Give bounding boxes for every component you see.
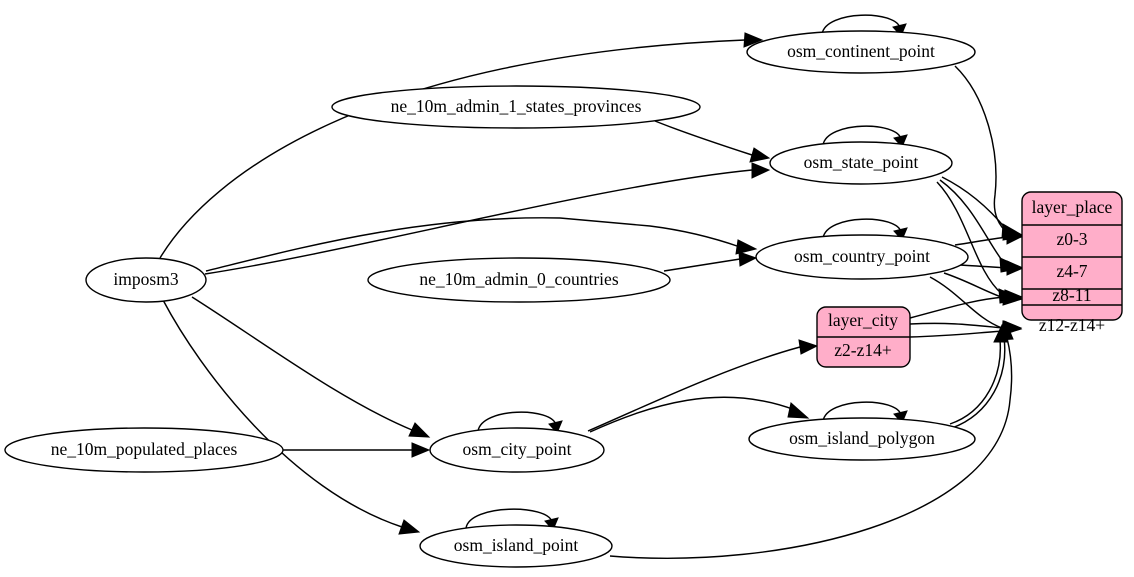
edge-imposm3-to-osm-island-point	[162, 299, 421, 535]
edge-imposm3-to-osm-country-point	[205, 217, 758, 272]
edge-osm-country-point-to-layer-place-z0-3	[954, 229, 1025, 246]
edge-osm-island-point-to-layer-place-z12-z14	[609, 320, 1014, 559]
record-row-layer-city-title: layer_city	[828, 310, 898, 330]
edge-layer	[159, 14, 1025, 559]
record-row-layer-place-z8-11: z8-11	[1052, 285, 1091, 305]
node-ne-10m-populated-places[interactable]: ne_10m_populated_places	[4, 427, 284, 473]
node-label-osm-continent-point: osm_continent_point	[787, 41, 935, 61]
record-node-layer-city[interactable]: layer_city z2-z14+	[816, 306, 911, 368]
edge-imposm3-to-osm-state-point	[204, 162, 771, 275]
node-label-ne-states: ne_10m_admin_1_states_provinces	[391, 96, 642, 116]
node-label-osm-city-point: osm_city_point	[463, 439, 572, 459]
node-osm-city-point[interactable]: osm_city_point	[429, 427, 605, 473]
node-osm-state-point[interactable]: osm_state_point	[769, 141, 953, 185]
record-row-layer-place-z12-z14: z12-z14+	[1039, 315, 1105, 335]
record-row-layer-place-z0-3: z0-3	[1056, 229, 1087, 249]
edge-self-loop-osm-city-point	[477, 411, 563, 434]
edge-osm-city-point-to-osm-island-polygon	[589, 396, 810, 433]
edge-osm-city-point-to-layer-city-z2-z14	[587, 339, 819, 432]
edge-osm-island-polygon-secondary-connector	[951, 337, 1006, 429]
record-node-layer-place[interactable]: layer_place z0-3 z4-7 z8-11 z12-z14+	[1021, 191, 1123, 335]
node-label-osm-country-point: osm_country_point	[794, 246, 930, 266]
record-row-layer-city-z2-z14: z2-z14+	[834, 340, 892, 360]
edge-osm-country-point-to-layer-place-z4-7	[959, 260, 1025, 276]
edge-osm-continent-point-to-layer-place-z0-3	[954, 65, 1024, 241]
node-label-osm-state-point: osm_state_point	[804, 152, 919, 172]
edge-self-loop-osm-island-point	[465, 508, 559, 531]
node-osm-continent-point[interactable]: osm_continent_point	[746, 30, 976, 74]
node-osm-island-point[interactable]: osm_island_point	[419, 524, 613, 568]
edge-imposm3-to-osm-continent-point	[159, 32, 764, 259]
record-row-layer-place-z4-7: z4-7	[1056, 261, 1087, 281]
node-osm-country-point[interactable]: osm_country_point	[755, 234, 969, 280]
node-imposm3[interactable]: imposm3	[85, 257, 207, 303]
node-label-osm-island-point: osm_island_point	[454, 535, 579, 555]
node-ne-10m-admin-1-states-provinces[interactable]: ne_10m_admin_1_states_provinces	[331, 85, 701, 129]
edge-ne-countries-to-osm-country-point	[663, 251, 758, 272]
edge-osm-island-polygon-to-layer-place-z12-z14	[949, 323, 1008, 425]
record-node-layer: layer_place z0-3 z4-7 z8-11 z12-z14+ lay…	[816, 191, 1123, 368]
node-label-imposm3: imposm3	[113, 269, 178, 289]
node-ne-10m-admin-0-countries[interactable]: ne_10m_admin_0_countries	[367, 257, 671, 303]
node-label-ne-places: ne_10m_populated_places	[51, 439, 238, 459]
node-layer: imposm3 ne_10m_admin_1_states_provinces …	[4, 30, 976, 568]
edge-imposm3-to-osm-city-point	[191, 296, 431, 438]
node-label-ne-countries: ne_10m_admin_0_countries	[419, 269, 618, 289]
edge-self-loop-osm-country-point	[822, 218, 908, 241]
edge-ne-places-to-osm-city-point	[283, 442, 431, 458]
edge-self-loop-osm-state-point	[822, 125, 908, 148]
edge-layer-city-secondary-connector	[909, 330, 1004, 338]
node-label-osm-island-polygon: osm_island_polygon	[789, 428, 935, 448]
edge-ne-states-to-osm-state-point	[654, 120, 771, 163]
edge-layer-city-to-layer-place-z8-11	[909, 289, 1024, 319]
record-row-layer-place-title: layer_place	[1032, 197, 1113, 217]
node-osm-island-polygon[interactable]: osm_island_polygon	[748, 417, 976, 461]
